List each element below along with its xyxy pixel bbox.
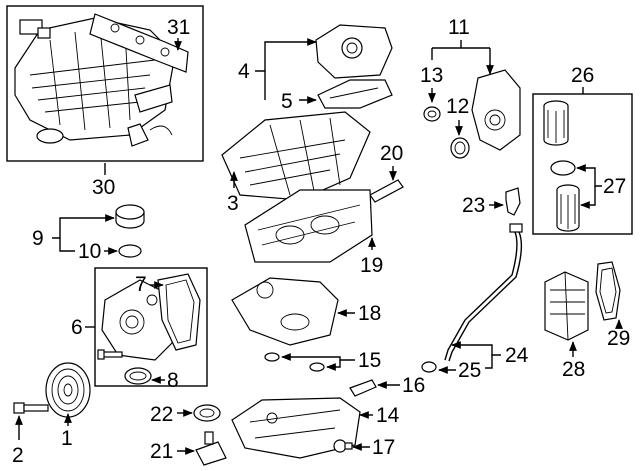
- cylinder-head-part: [244, 189, 373, 263]
- cover-seal-gasket-part: [157, 273, 201, 351]
- callout-15: 15: [358, 349, 381, 372]
- callout-1: 1: [61, 427, 73, 450]
- callout-21: 21: [150, 440, 173, 463]
- callout-12: 12: [446, 95, 469, 118]
- intake-manifold-box: [6, 5, 204, 162]
- callout-30: 30: [92, 176, 115, 199]
- tube-seal-part: [421, 361, 437, 373]
- oil-filler-cap-part: [115, 204, 145, 229]
- timing-cover-upper-part: [315, 24, 393, 79]
- callout-23: 23: [462, 194, 485, 217]
- callout-11: 11: [448, 16, 470, 39]
- callout-18: 18: [358, 302, 381, 325]
- callout-7: 7: [135, 273, 147, 296]
- drain-plug-gasket-part: [193, 404, 221, 422]
- bolt-part: [97, 349, 123, 360]
- cooler-gasket-part: [595, 261, 621, 321]
- callout-24: 24: [505, 344, 529, 367]
- crank-seal-part: [124, 367, 152, 385]
- crankshaft-pulley-part: [45, 362, 91, 418]
- cover-gasket-part: [317, 79, 393, 109]
- callout-17: 17: [372, 436, 395, 459]
- plug-part: [369, 179, 404, 203]
- callout-4: 4: [238, 60, 250, 83]
- callout-20: 20: [380, 142, 403, 165]
- callout-6: 6: [71, 316, 83, 339]
- callout-28: 28: [562, 358, 585, 381]
- seal-ring-part: [264, 352, 280, 362]
- callout-5: 5: [281, 90, 293, 113]
- shaft-seal-part: [450, 137, 470, 159]
- callout-29: 29: [607, 327, 630, 350]
- callout-13: 13: [420, 64, 443, 87]
- callout-31: 31: [167, 16, 190, 39]
- drain-bolt-part: [333, 439, 353, 453]
- pulley-bolt-part: [13, 402, 49, 414]
- valve-cover-part: [221, 111, 371, 201]
- callout-19: 19: [360, 254, 383, 277]
- callout-27: 27: [603, 175, 626, 198]
- callout-26: 26: [571, 64, 594, 87]
- filter-o-ring-part: [550, 160, 576, 176]
- callout-25: 25: [458, 359, 481, 382]
- oil-level-sensor-part: [195, 431, 227, 466]
- oil-pan-part: [231, 397, 361, 459]
- oil-baffle-part: [231, 277, 339, 346]
- pcv-valve-part: [505, 187, 521, 216]
- callout-2: 2: [12, 444, 24, 467]
- dipstick-tube-part: [444, 223, 523, 362]
- intake-gasket-part: [89, 13, 189, 73]
- callout-8: 8: [167, 369, 179, 392]
- seal-plug-part: [423, 106, 441, 122]
- callout-10: 10: [78, 240, 101, 263]
- sensor-part: [349, 379, 377, 397]
- seal-ring-part: [309, 362, 325, 372]
- callout-3: 3: [227, 192, 239, 215]
- timing-case-part: [471, 69, 521, 151]
- oil-filter-housing-cap-part: [543, 100, 569, 146]
- callout-22: 22: [150, 403, 173, 426]
- front-cover-part: [101, 279, 176, 361]
- callout-9: 9: [32, 227, 44, 250]
- filler-cap-seal-part: [118, 244, 142, 258]
- oil-filter-element-part: [556, 184, 580, 232]
- callout-16: 16: [402, 374, 425, 397]
- callout-14: 14: [376, 404, 400, 427]
- oil-cooler-part: [544, 271, 589, 341]
